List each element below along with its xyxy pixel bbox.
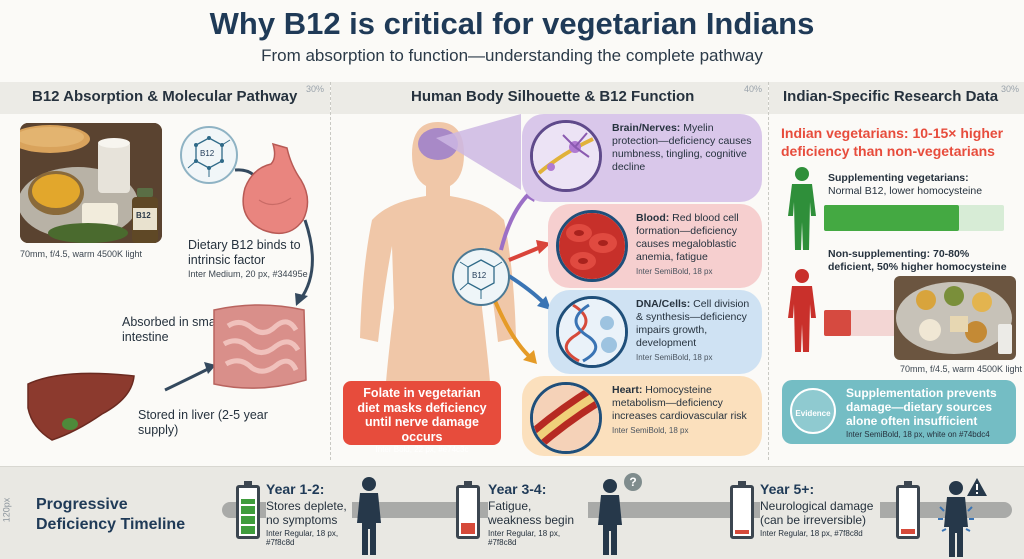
thali-photo (894, 276, 1016, 360)
stage1-year: Year 1-2: (266, 481, 325, 497)
artery-icon (530, 382, 602, 454)
page-title: Why B12 is critical for vegetarian India… (209, 6, 815, 41)
timeline-title: Progressive Deficiency Timeline (36, 496, 186, 533)
section-title-right: Indian-Specific Research Data (783, 88, 999, 105)
evidence-caption: Inter SemiBold, 18 px, white on #74bdc4 (846, 430, 990, 439)
battery-nub-4 (904, 481, 912, 485)
callout-brain: Brain/Nerves: Myelin protection—deficien… (522, 114, 762, 202)
molecule-label: B12 (200, 149, 215, 158)
section-title-left: B12 Absorption & Molecular Pathway (32, 88, 298, 105)
nonsupp-label: Non-supplementing: 70-80% deficient, 50%… (828, 248, 1007, 273)
evidence-box: Evidence Supplementation prevents damage… (782, 380, 1016, 444)
bottle-label: B12 (136, 211, 151, 220)
battery-fill-3 (735, 530, 749, 534)
b12-bottle: B12 (130, 188, 160, 244)
dna-icon (556, 296, 628, 368)
section-pct-left: 30% (306, 84, 325, 94)
center-molecule-icon: B12 (452, 248, 510, 306)
step3-text: Stored in liver (2-5 year supply) (138, 408, 268, 437)
evidence-text: Supplementation prevents damage—dietary … (846, 386, 997, 428)
battery-nub-2 (464, 481, 472, 485)
b12-molecule-icon: B12 (180, 126, 238, 184)
evidence-badge-icon: Evidence (790, 388, 836, 434)
evidence-label: Evidence (795, 409, 831, 418)
stage1-caption: Inter Regular, 18 px, #7f8c8d (266, 529, 339, 547)
callout-heart-text: Heart: Homocysteine metabolism—deficienc… (612, 384, 758, 437)
stage3-box: Year 5+: Neurological damage (can be irr… (760, 481, 880, 555)
battery-icon-1 (236, 481, 260, 539)
blood-cells-icon (556, 210, 628, 282)
section-header-middle: Human Body Silhouette & B12 Function 40% (331, 82, 768, 114)
person-icon-2 (596, 477, 624, 555)
callout-dna: DNA/Cells: Cell division & synthesis—def… (548, 290, 762, 374)
battery-icon-2 (456, 481, 480, 539)
thali-photo-caption: 70mm, f/4.5, warm 4500K light (900, 364, 1023, 374)
battery-nub-1 (244, 481, 252, 485)
divider-right (768, 82, 769, 460)
stomach-icon (233, 140, 313, 240)
battery-icon-4 (896, 481, 920, 539)
stage3-year: Year 5+: (760, 481, 815, 497)
brain-neurons-icon (530, 120, 602, 192)
stage2-box: Year 3-4: Fatigue, weakness begin Inter … (488, 481, 588, 555)
section-pct-right: 30% (1001, 84, 1020, 94)
callout-dna-caption: Inter SemiBold, 18 px (636, 353, 713, 362)
liver-icon (22, 368, 140, 446)
stage3-desc: Neurological damage (can be irreversible… (760, 499, 874, 527)
person-icon-3 (936, 479, 976, 557)
folate-warning: Folate in vegetarian diet masks deficien… (343, 381, 501, 454)
stage1-desc: Stores deplete, no symptoms (266, 499, 347, 527)
battery-fill-2 (461, 523, 475, 534)
timeline-panel: 120px Progressive Deficiency Timeline Ye… (0, 466, 1024, 559)
supp-label: Supplementing vegetarians:Normal B12, lo… (828, 172, 983, 197)
timeline-side-label: 120px (1, 497, 12, 523)
red-person-icon (784, 268, 820, 352)
question-icon: ? (624, 473, 642, 491)
step1-text: Dietary B12 binds to intrinsic factor (188, 238, 301, 267)
callout-brain-text: Brain/Nerves: Myelin protection—deficien… (612, 122, 752, 173)
intestine-icon (204, 300, 314, 396)
callout-blood-caption: Inter SemiBold, 18 px (636, 267, 713, 276)
divider-left (330, 82, 331, 460)
stage1-box: Year 1-2: Stores deplete, no symptoms In… (266, 481, 352, 555)
battery-icon-3 (730, 481, 754, 539)
section-header-right: Indian-Specific Research Data 30% (769, 82, 1024, 114)
callout-heart: Heart: Homocysteine metabolism—deficienc… (522, 376, 762, 456)
callout-heart-caption: Inter SemiBold, 18 px (612, 426, 689, 435)
section-pct-middle: 40% (744, 84, 763, 94)
step1-caption: Inter Medium, 20 px, #34495e (188, 269, 308, 279)
battery-fill-4 (901, 529, 915, 534)
supp-bar (824, 205, 1004, 231)
callout-dna-text: DNA/Cells: Cell division & synthesis—def… (636, 298, 758, 364)
stage2-year: Year 3-4: (488, 481, 547, 497)
stage2-desc: Fatigue, weakness begin (488, 499, 575, 527)
step2-text: Absorbed in small intestine (122, 315, 222, 344)
section-header-left: B12 Absorption & Molecular Pathway 30% (0, 82, 330, 114)
section-title-middle: Human Body Silhouette & B12 Function (411, 88, 695, 105)
warning-icon (966, 477, 988, 497)
supp-bar-fill (824, 205, 959, 231)
nonsupp-bar-fill (824, 310, 852, 336)
stage3-caption: Inter Regular, 18 px, #7f8c8d (760, 529, 863, 538)
deficiency-headline: Indian vegetarians: 10-15× higher defici… (781, 125, 1004, 159)
folate-warning-caption: Inter Bold, 22 px, #e74c3c (375, 445, 469, 454)
food-photo (20, 123, 162, 243)
callout-blood-text: Blood: Red blood cell formation—deficien… (636, 212, 758, 278)
battery-nub-3 (738, 481, 746, 485)
person-icon-1 (356, 477, 382, 555)
food-photo-caption: 70mm, f/4.5, warm 4500K light (20, 249, 143, 259)
callout-arrows (436, 114, 551, 364)
center-molecule-label: B12 (472, 271, 487, 280)
green-person-icon (784, 166, 820, 250)
callout-blood: Blood: Red blood cell formation—deficien… (548, 204, 762, 288)
folate-warning-text: Folate in vegetarian diet masks deficien… (357, 386, 487, 444)
page-subtitle: From absorption to function—understandin… (261, 46, 763, 65)
battery-fill-1 (241, 499, 255, 534)
stage2-caption: Inter Regular, 18 px, #7f8c8d (488, 529, 561, 547)
